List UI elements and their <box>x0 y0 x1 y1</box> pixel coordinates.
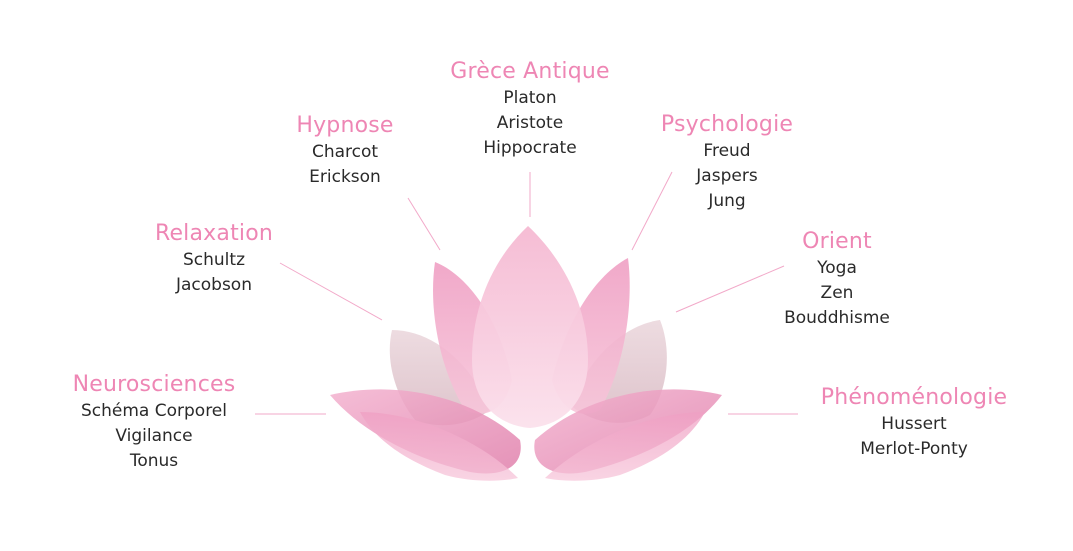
group-item: Schéma Corporel <box>80 401 227 421</box>
group-item: Vigilance <box>115 426 193 446</box>
group-item: Aristote <box>496 113 564 133</box>
group-title: Hypnose <box>296 113 394 138</box>
petal-bottom-left <box>360 412 518 481</box>
petal-center <box>472 226 588 428</box>
connector-relaxation <box>279 262 383 321</box>
connector-psychologie <box>631 171 673 251</box>
group-title: Orient <box>802 229 872 254</box>
group-items: Yoga Zen Bouddhisme <box>762 256 912 331</box>
group-title: Psychologie <box>660 112 794 137</box>
group-item: Hippocrate <box>483 138 577 158</box>
group-item: Merlot-Ponty <box>860 439 968 459</box>
connector-orient <box>675 265 785 313</box>
group-item: Tonus <box>129 451 179 471</box>
group-items: Charcot Erickson <box>270 140 420 190</box>
group-item: Jacobson <box>175 275 252 295</box>
group-title: Grèce Antique <box>450 59 610 84</box>
group-item: Schultz <box>183 250 245 270</box>
group-title: Neurosciences <box>72 372 236 397</box>
group-item: Yoga <box>817 258 857 278</box>
group-item: Zen <box>820 283 854 303</box>
group-item: Hussert <box>881 414 947 434</box>
group-phenomenologie: Phénoménologie Hussert Merlot-Ponty <box>804 384 1024 462</box>
group-hypnose: Hypnose Charcot Erickson <box>270 112 420 190</box>
group-items: Hussert Merlot-Ponty <box>804 412 1024 462</box>
group-items: Schultz Jacobson <box>129 248 299 298</box>
connector-hypnose <box>407 197 441 251</box>
petal-bottom-right <box>545 412 705 481</box>
group-title: Relaxation <box>154 221 274 246</box>
group-items: Schéma Corporel Vigilance Tonus <box>54 399 254 474</box>
group-neurosciences: Neurosciences Schéma Corporel Vigilance … <box>54 371 254 474</box>
group-item: Platon <box>503 88 557 108</box>
group-relaxation: Relaxation Schultz Jacobson <box>129 220 299 298</box>
group-orient: Orient Yoga Zen Bouddhisme <box>762 228 912 331</box>
group-item: Charcot <box>311 142 379 162</box>
group-item: Jung <box>708 191 746 211</box>
group-items: Platon Aristote Hippocrate <box>430 86 630 161</box>
group-psychologie: Psychologie Freud Jaspers Jung <box>637 111 817 214</box>
group-item: Jaspers <box>696 166 758 186</box>
group-item: Bouddhisme <box>784 308 890 328</box>
group-grece-antique: Grèce Antique Platon Aristote Hippocrate <box>430 58 630 161</box>
group-item: Freud <box>703 141 751 161</box>
group-title: Phénoménologie <box>820 385 1008 410</box>
group-item: Erickson <box>309 167 381 187</box>
group-items: Freud Jaspers Jung <box>637 139 817 214</box>
